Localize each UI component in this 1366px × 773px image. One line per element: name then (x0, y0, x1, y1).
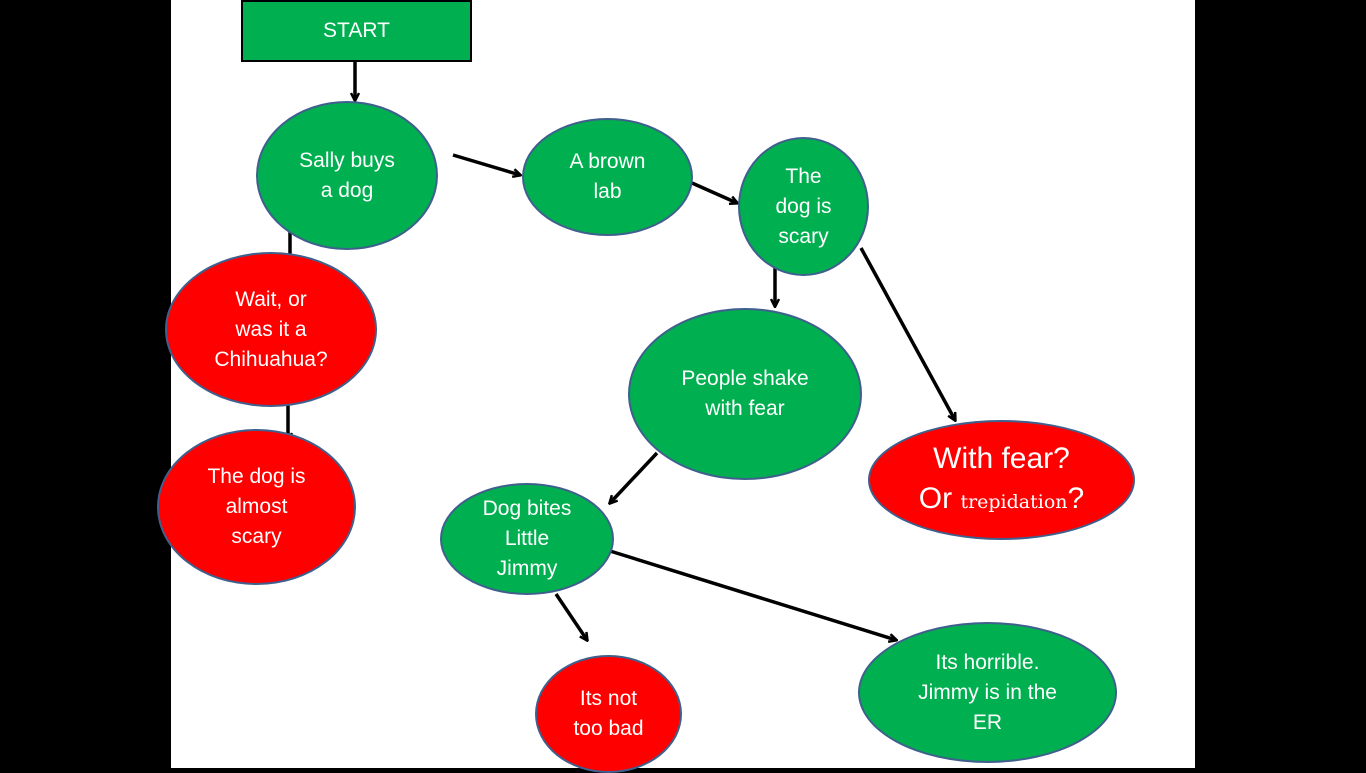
node-dog-bites: Dog bites Little Jimmy (440, 483, 614, 595)
node-chihuahua: Wait, or was it a Chihuahua? (165, 252, 377, 407)
node-not-too-bad: Its not too bad (535, 655, 682, 773)
with-fear-or: Or (918, 481, 961, 515)
node-horrible: Its horrible. Jimmy is in the ER (858, 622, 1117, 763)
with-fear-line1: With fear? (933, 441, 1070, 475)
with-fear-trepidation: trepidation (960, 490, 1068, 513)
node-with-fear: With fear? Or trepidation? (868, 420, 1135, 540)
with-fear-question: ? (1067, 481, 1085, 515)
node-sally-buys-dog: Sally buys a dog (256, 101, 438, 250)
node-people-shake: People shake with fear (628, 308, 862, 480)
with-fear-line2: Or trepidation? (919, 479, 1084, 522)
node-dog-is-scary: The dog is scary (738, 137, 869, 276)
start-box: START (241, 0, 472, 62)
node-brown-lab: A brown lab (522, 118, 693, 236)
node-almost-scary: The dog is almost scary (157, 429, 356, 585)
